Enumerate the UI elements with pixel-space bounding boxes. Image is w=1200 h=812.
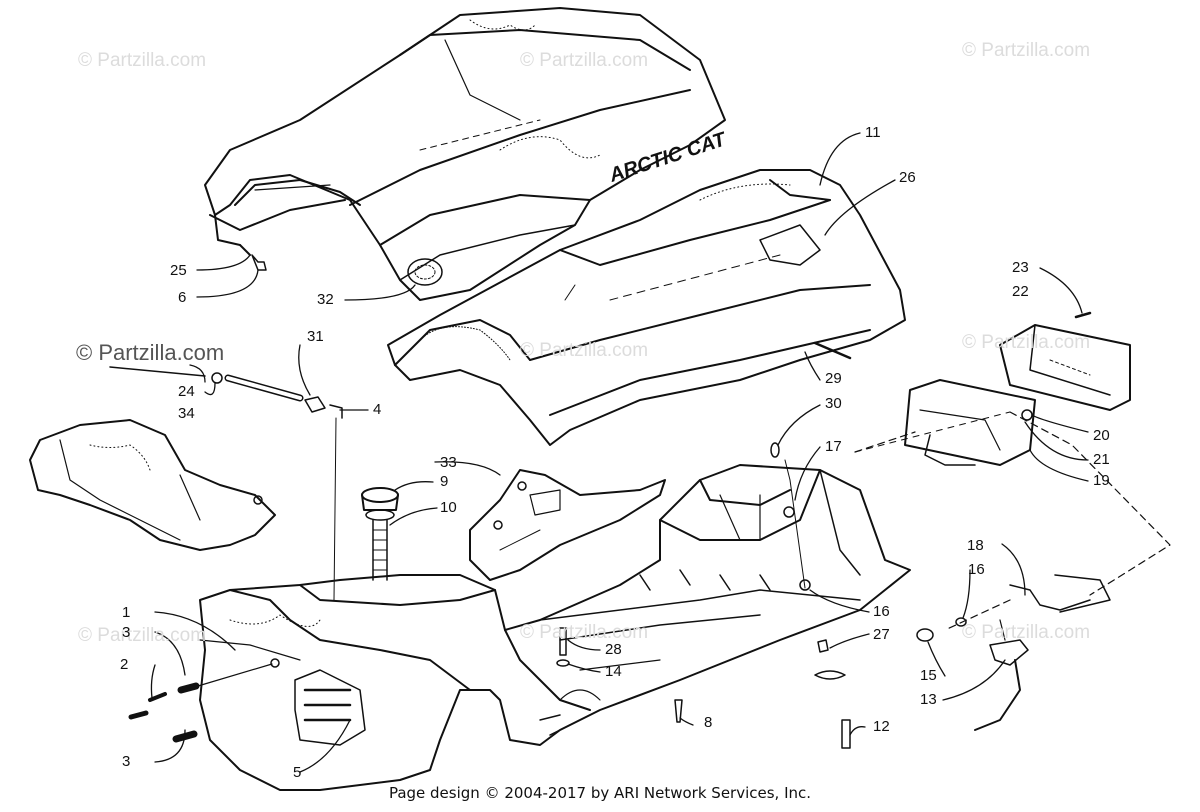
callout-label: 17 [825, 438, 842, 455]
callout-label: 29 [825, 370, 842, 387]
callout-label: 2 [120, 656, 129, 673]
callout-label: 33 [440, 454, 457, 471]
tank-base [199, 464, 911, 791]
watermark: © Partzilla.com [962, 40, 1091, 61]
watermark: © Partzilla.com [78, 625, 207, 646]
callout-label: 11 [865, 124, 881, 141]
callout-label: 21 [1093, 451, 1110, 468]
callout-label: 18 [967, 537, 984, 554]
callout-label: 16 [968, 561, 985, 578]
upper-seat: ARCTIC CAT [204, 7, 730, 301]
callout-label: 4 [373, 401, 382, 418]
callout-label: 24 [178, 383, 195, 400]
vent-hose [109, 366, 343, 601]
callout-label: 34 [178, 405, 195, 422]
watermark: © Partzilla.com [962, 332, 1091, 353]
callout-label: 6 [178, 289, 187, 306]
callout-label: 26 [899, 169, 916, 186]
callout-label: 28 [605, 641, 622, 658]
callout-label: 12 [873, 718, 890, 735]
watermark: © Partzilla.com [520, 340, 649, 361]
wiring [916, 574, 1111, 731]
side-cover [469, 469, 666, 581]
callout-label: 10 [440, 499, 457, 516]
callout-label: 30 [825, 395, 842, 412]
watermark: © Partzilla.com [76, 340, 225, 365]
callout-label: 5 [293, 764, 302, 781]
fuel-filler [361, 487, 399, 581]
callout-label: 3 [122, 624, 131, 641]
callout-label: 23 [1012, 259, 1029, 276]
fasteners [556, 442, 851, 749]
callout-label: 9 [440, 473, 449, 490]
callout-label: 8 [704, 714, 713, 731]
watermark: © Partzilla.com [520, 622, 649, 643]
seat-base [387, 169, 906, 446]
left-console [29, 419, 276, 551]
callout-label: 27 [873, 626, 890, 643]
callout-label: 15 [920, 667, 937, 684]
brand-text: ARCTIC CAT [606, 128, 730, 187]
clip-part [251, 254, 267, 271]
callout-label: 32 [317, 291, 334, 308]
callout-label: 19 [1093, 472, 1110, 489]
callout-label: 13 [920, 691, 937, 708]
watermark: © Partzilla.com [78, 50, 207, 71]
callout-label: 22 [1012, 283, 1029, 300]
copyright-footer: Page design © 2004-2017 by ARI Network S… [388, 784, 812, 802]
callout-label: 1 [122, 604, 131, 621]
callout-label: 20 [1093, 427, 1110, 444]
callout-label: 16 [873, 603, 890, 620]
watermark: © Partzilla.com [520, 50, 649, 71]
callout-label: 31 [307, 328, 324, 345]
callout-label: 25 [170, 262, 187, 279]
callout-label: 3 [122, 753, 131, 770]
watermark: © Partzilla.com [962, 622, 1091, 643]
callout-label: 14 [605, 663, 622, 680]
